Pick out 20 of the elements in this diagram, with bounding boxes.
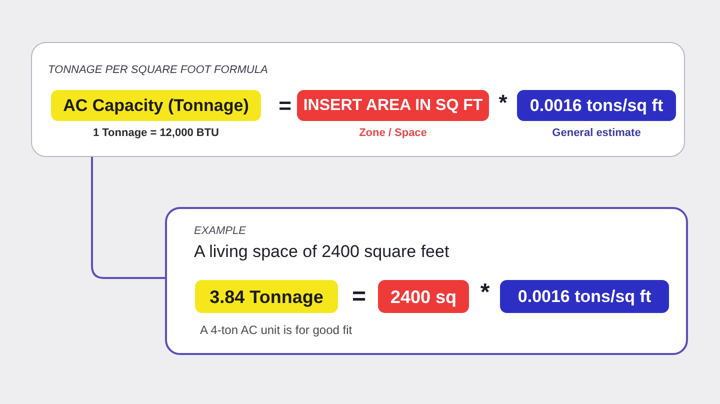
- panel-heading: TONNAGE PER SQUARE FOOT FORMULA: [48, 64, 268, 78]
- equals-sign: =: [350, 282, 367, 312]
- equals-sign: =: [278, 92, 292, 120]
- term-caption: A 4-ton AC unit is for good fit: [200, 323, 352, 338]
- factor-term: 0.0016 tons/sq ft: [517, 90, 676, 121]
- connector-line: [91, 157, 165, 279]
- example-card: [165, 207, 688, 355]
- term-caption: Zone / Space: [358, 127, 428, 140]
- example-sentence: A living space of 2400 square feet: [194, 242, 450, 262]
- factor-term: 0.0016 tons/sq ft: [500, 280, 669, 313]
- multiply-sign: *: [479, 278, 491, 308]
- input-term: 2400 sq: [378, 280, 469, 313]
- panel-heading: EXAMPLE: [194, 225, 246, 238]
- term-caption: General estimate: [551, 127, 642, 140]
- input-term: INSERT AREA IN SQ FT: [297, 90, 489, 121]
- result-term: 3.84 Tonnage: [195, 280, 338, 313]
- formula-card: [31, 42, 685, 157]
- multiply-sign: *: [498, 88, 508, 116]
- term-caption: 1 Tonnage = 12,000 BTU: [92, 127, 220, 140]
- result-term: AC Capacity (Tonnage): [51, 90, 261, 121]
